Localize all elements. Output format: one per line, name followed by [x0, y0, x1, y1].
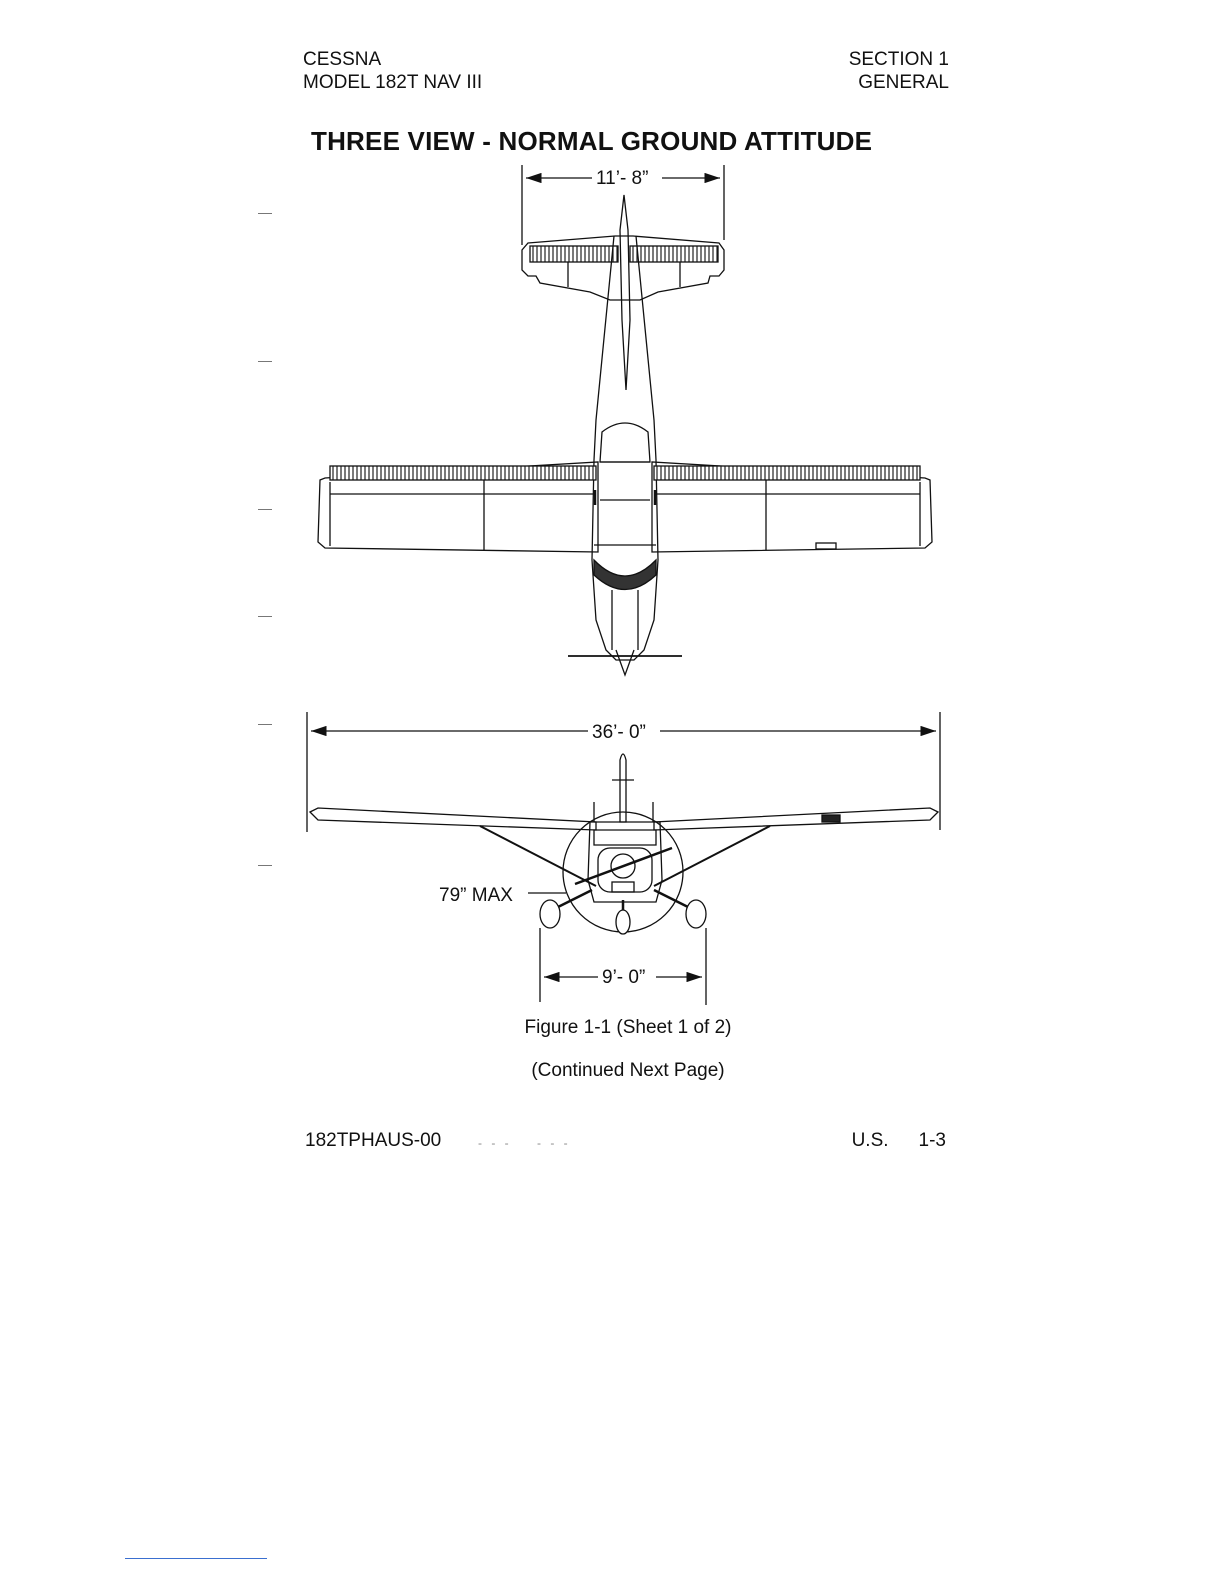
- spinner-top: [616, 650, 634, 675]
- wing-strut-left: [480, 826, 596, 886]
- stabilizer-span-label: 11’- 8”: [596, 168, 648, 189]
- footer-dashes: - - - - - -: [478, 1136, 571, 1150]
- windshield-front: [594, 830, 656, 845]
- bottom-rule: [125, 1558, 267, 1559]
- flap-aileron-right: [654, 466, 920, 480]
- nav-light: [822, 815, 840, 822]
- page-number: 1-3: [919, 1130, 946, 1152]
- front-view: [307, 712, 940, 1005]
- cabin-roof: [600, 423, 650, 462]
- main-wheel-left: [540, 900, 560, 928]
- wheel-track-label: 9’- 0”: [602, 967, 645, 988]
- windshield-top: [594, 560, 656, 590]
- prop-clearance-label: 79” MAX: [439, 885, 513, 906]
- wing-strut-right: [654, 826, 770, 886]
- air-intake: [612, 882, 634, 892]
- flap-aileron-left: [330, 466, 596, 480]
- footer-right: U.S. 1-3: [700, 1130, 946, 1152]
- fuel-vent: [816, 543, 836, 549]
- vertical-fin-top: [620, 195, 630, 390]
- wingspan-label: 36’- 0”: [592, 722, 646, 743]
- main-wheel-right: [686, 900, 706, 928]
- elevator-left: [530, 246, 618, 262]
- fuselage-front: [588, 822, 662, 902]
- nose-wheel: [616, 910, 630, 934]
- footer-doc-id: 182TPHAUS-00: [305, 1130, 441, 1152]
- figure-caption: Figure 1-1 (Sheet 1 of 2): [0, 1017, 1224, 1039]
- continued-note: (Continued Next Page): [0, 1060, 1224, 1082]
- elevator-right: [630, 246, 718, 262]
- top-view: [318, 165, 932, 675]
- footer-region: U.S.: [852, 1130, 889, 1152]
- wing-left-front: [310, 808, 596, 830]
- wing-right-front: [654, 808, 938, 830]
